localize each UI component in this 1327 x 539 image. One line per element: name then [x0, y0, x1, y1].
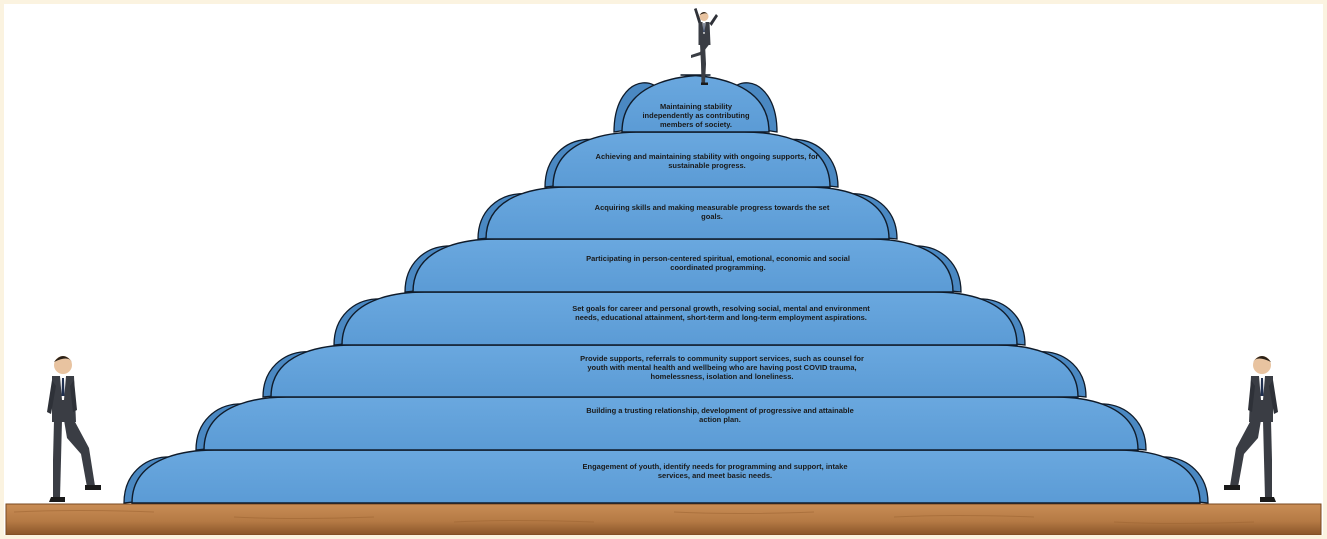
wood-grain [893, 515, 1035, 518]
person-celebrating-top-icon [691, 8, 718, 85]
wood-grain [673, 511, 815, 514]
person-climbing-right-icon [1224, 356, 1278, 502]
tier-5-text: Participating in person-centered spiritu… [586, 254, 850, 272]
wooden-ground [5, 503, 1322, 535]
tier-2-text: Building a trusting relationship, develo… [586, 406, 854, 424]
diagram-canvas: Engagement of youth, identify needs for … [4, 4, 1323, 535]
tier-8-text: Maintaining stability independently as c… [642, 102, 750, 129]
tier-1-text: Engagement of youth, identify needs for … [582, 462, 848, 480]
wood-grain [453, 520, 595, 523]
pyramid-diagram [5, 8, 1322, 535]
tier-7-text: Achieving and maintaining stability with… [595, 152, 819, 170]
tier-3-text: Provide supports, referrals to community… [580, 354, 864, 381]
tier-4-text: Set goals for career and personal growth… [572, 304, 870, 322]
wood-grain [233, 516, 375, 519]
tier-6-text: Acquiring skills and making measurable p… [594, 203, 830, 221]
wood-grain [13, 510, 155, 513]
tier-8-block [621, 74, 770, 133]
person-climbing-left-icon [47, 356, 101, 502]
wood-grain [1113, 521, 1255, 524]
